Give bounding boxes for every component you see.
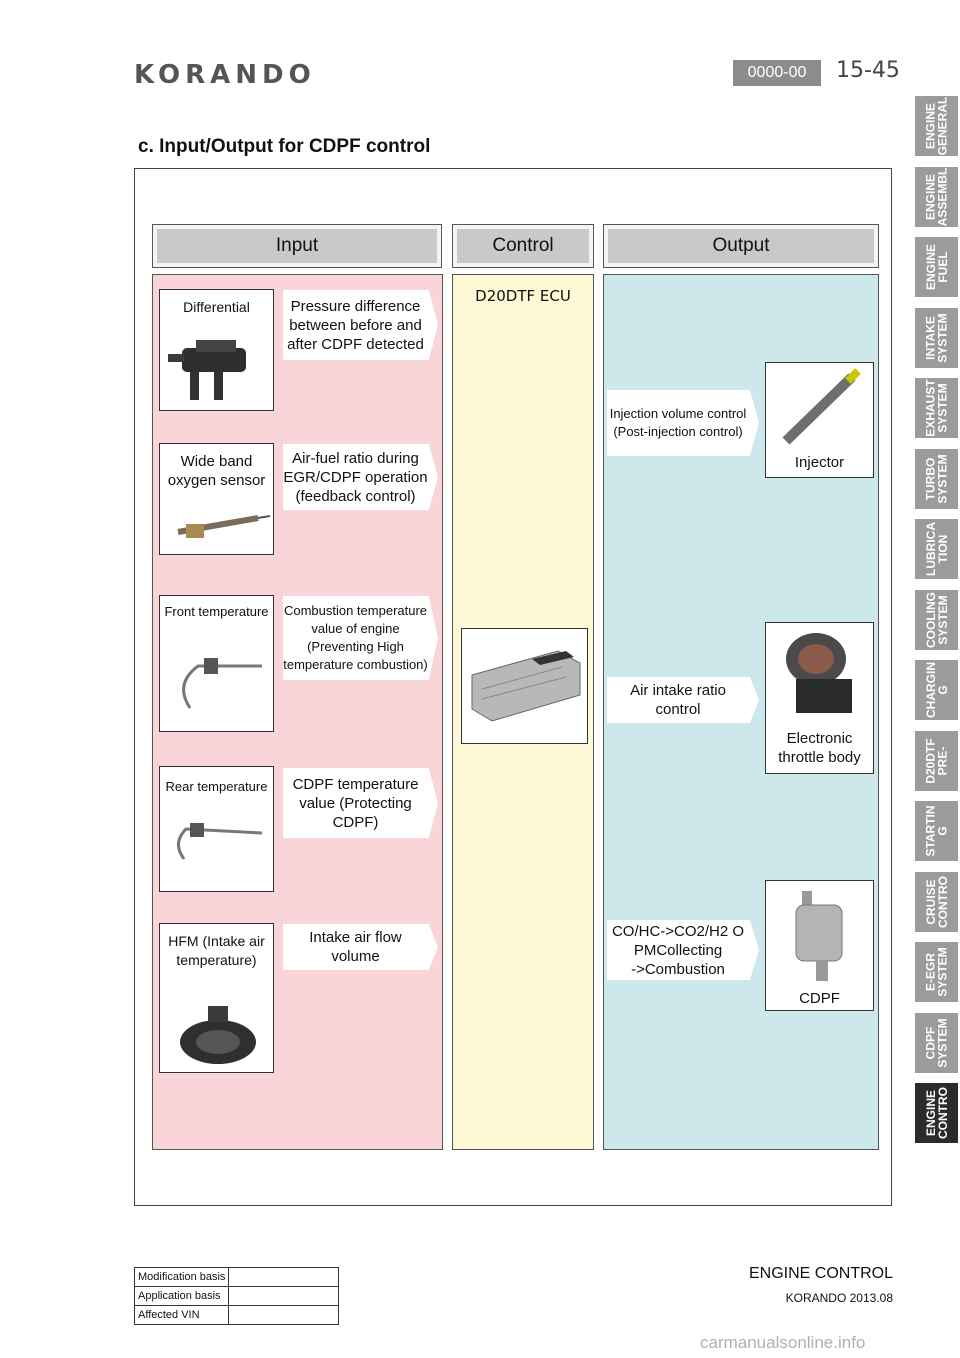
side-tab-5[interactable]: TURBO SYSTEM [915,448,958,509]
side-tab-8[interactable]: CHARGIN G [915,660,958,720]
input-description-3: Combustion temperature value of engine (… [283,596,438,680]
side-tab-11[interactable]: CRUISE CONTRO [915,871,958,932]
side-tab-label: ENGINE CONTRO [923,1087,950,1139]
ecu-icon [471,650,581,722]
side-tab-label: TURBO SYSTEM [923,453,950,504]
sensor-label: Rear temperature [165,779,268,794]
component-label: Electronic throttle body [778,730,861,766]
side-tab-label: LUBRICA TION [923,522,950,576]
pressure-sensor-icon [168,340,246,400]
sensor-label: Wide band oxygen sensor [167,453,266,489]
input-description-2: Air-fuel ratio during EGR/CDPF operation… [283,444,438,510]
brand-logo: KORANDO [134,60,316,90]
side-tab-12[interactable]: E-EGR SYSTEM [915,942,958,1002]
chapter-name: ENGINE CONTROL [748,1265,893,1282]
side-tab-label: STARTIN G [923,805,950,857]
side-tab-label: COOLING SYSTEM [923,591,950,648]
side-tab-label: INTAKE SYSTEM [923,312,950,363]
temperature-sensor-icon [182,658,262,709]
differential-pressure-sensor-photo: Differential [159,289,274,411]
side-tab-3[interactable]: INTAKE SYSTEM [915,307,958,368]
output-description-1: Injection volume control (Post-injection… [607,390,759,456]
output-description-2: Air intake ratio control [607,677,759,723]
injector-photo: Injector [765,362,874,478]
side-tab-0[interactable]: ENGINE GENERAL [915,96,958,156]
side-tab-6[interactable]: LUBRICA TION [915,519,958,579]
component-label: CDPF [799,990,840,1007]
ecu-photo [461,628,588,744]
ecu-label: D20DTF ECU [475,287,571,305]
throttle-body-icon [786,633,852,713]
oxygen-sensor-photo: Wide band oxygen sensor [159,443,274,555]
input-description-1: Pressure difference between before and a… [283,290,438,360]
table-row: Application basis [133,1286,340,1306]
side-tab-label: CDPF SYSTEM [923,1017,950,1068]
temperature-sensor-icon [177,823,263,860]
throttle-body-photo: Electronic throttle body [765,622,874,774]
oxygen-sensor-icon [177,515,271,538]
sensor-label: HFM (Intake air temperature) [168,933,265,968]
column-header-input: Input [152,224,442,268]
sensor-label: Front temperature [164,604,269,619]
table-row: Modification basis [133,1267,340,1287]
side-tab-label: CRUISE CONTRO [923,875,950,928]
input-description-4: CDPF temperature value (Protecting CDPF) [283,768,438,838]
injector-icon [782,368,861,445]
side-tab-4[interactable]: EXHAUST SYSTEM [915,378,958,438]
section-title: c. Input/Output for CDPF control [138,136,431,157]
rear-temperature-sensor-photo: Rear temperature [159,766,274,892]
modification-table: Modification basis Application basis Aff… [133,1267,340,1325]
side-tab-label: ENGINE ASSEMBL [923,167,950,226]
sensor-label: Differential [183,299,250,315]
side-tab-label: E-EGR SYSTEM [923,947,950,997]
side-tab-label: D20DTF PRE- [923,737,950,784]
table-row: Affected VIN [133,1305,340,1325]
side-tab-7[interactable]: COOLING SYSTEM [915,589,958,650]
side-tab-2[interactable]: ENGINE FUEL [915,237,958,297]
page-number: 15-45 [836,58,900,83]
column-header-control: Control [452,224,594,268]
section-code-badge: 0000-00 [733,60,821,86]
side-tab-label: EXHAUST SYSTEM [923,379,950,437]
output-description-3: CO/HC->CO2/H2 O PMCollecting ->Combustio… [607,920,759,980]
diagram-frame [134,168,892,1206]
side-tab-9[interactable]: D20DTF PRE- [915,730,958,791]
side-tab-14[interactable]: ENGINE CONTRO [915,1083,958,1143]
column-header-output: Output [603,224,879,268]
input-description-5: Intake air flow volume [283,924,438,970]
cdpf-photo: CDPF [765,880,874,1011]
front-temperature-sensor-photo: Front temperature [159,595,274,732]
cdpf-icon [795,891,843,981]
hfm-sensor-photo: HFM (Intake air temperature) [159,923,274,1073]
air-flow-meter-icon [180,1006,256,1064]
side-tab-10[interactable]: STARTIN G [915,801,958,861]
model-date: KORANDO 2013.08 [785,1291,893,1305]
side-tab-label: ENGINE GENERAL [923,96,950,156]
watermark: carmanualsonline.info [700,1333,866,1352]
side-tab-label: CHARGIN G [923,662,950,718]
component-label: Injector [794,454,845,471]
side-tab-13[interactable]: CDPF SYSTEM [915,1012,958,1073]
side-tab-label: ENGINE FUEL [923,243,950,291]
side-tab-1[interactable]: ENGINE ASSEMBL [915,166,958,227]
